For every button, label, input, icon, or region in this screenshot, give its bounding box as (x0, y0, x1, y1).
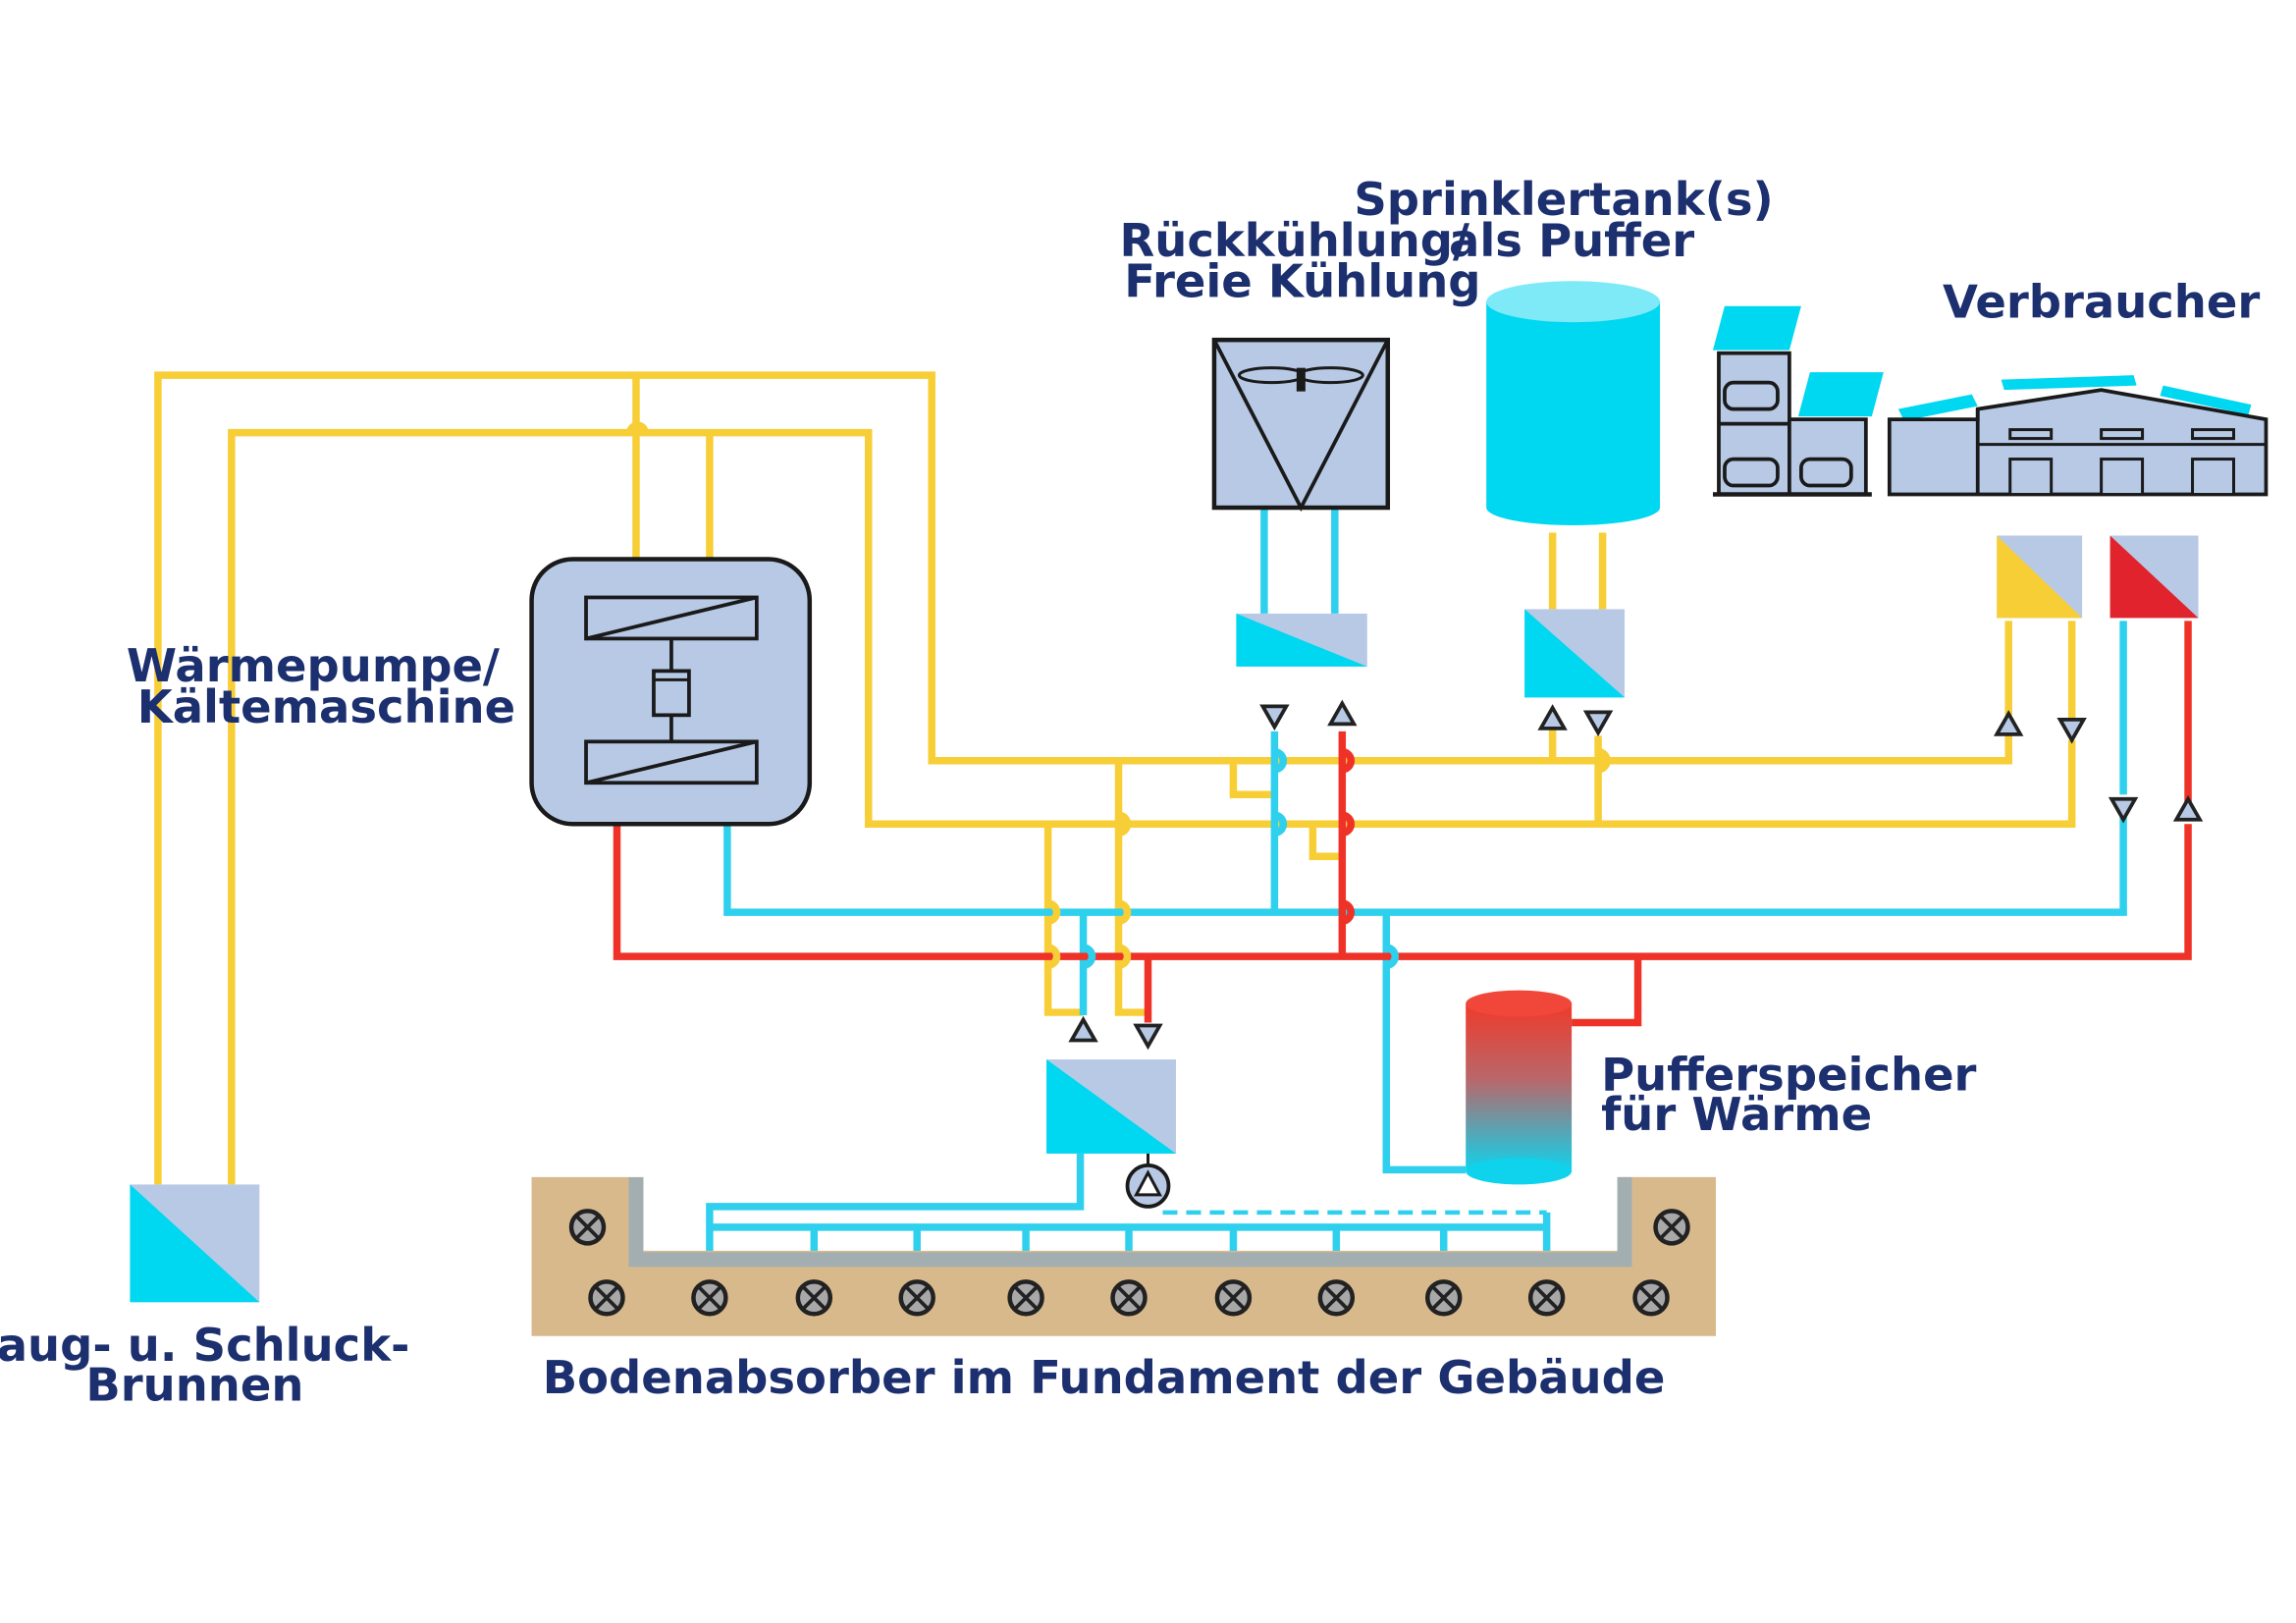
absorber-probe-icon (691, 1279, 728, 1317)
flow-arrow-icon (2172, 794, 2204, 822)
yellow-branch-1 (1043, 824, 1084, 1016)
sprinkler-label: Sprinklertank(s) als Puffer (1354, 173, 1789, 267)
yellow-branch-2 (1114, 760, 1148, 1016)
absorber-probe-icon (1527, 1279, 1566, 1317)
flow-arrow-icon (1259, 704, 1290, 731)
yellow-branch-4 (1308, 824, 1343, 860)
cyan-to-buffer (1382, 912, 1467, 1174)
absorber-label: Bodenabsorber im Fundament der Gebäude (543, 1351, 1666, 1404)
pump-icon (1125, 1163, 1171, 1209)
absorber-probe-icon (1007, 1279, 1044, 1317)
absorber-probe-icon (1653, 1209, 1690, 1246)
cyan-main-pipe (723, 783, 2127, 916)
red-to-buffer (1572, 956, 1642, 1027)
well-pipe-outer (154, 371, 2012, 1185)
red-main-pipe (613, 783, 2192, 960)
heat-exchanger-icon (1046, 1059, 1176, 1154)
parking-garage-icon (1712, 305, 1884, 497)
heat-exchanger-icon (130, 1184, 260, 1303)
pipe-crossings (626, 421, 1611, 969)
hall-building-icon (1887, 375, 2269, 497)
absorber-probe-icon (568, 1209, 607, 1246)
solar-panel-icon (1897, 375, 2252, 421)
labels: Wärmepumpe/ Kältemaschine Rückkühlung/ F… (0, 173, 2260, 1412)
pipe-network (154, 371, 2192, 1295)
flow-arrow-icon (2108, 796, 2139, 824)
absorber-probe-icon (898, 1279, 935, 1317)
buffer-label: Pufferspeicher für Wärme (1601, 1048, 1993, 1140)
heat-pump-label: Wärmepumpe/ Kältemaschine (127, 639, 515, 733)
yellow-branch-3 (1229, 760, 1275, 799)
fan-icon (1237, 366, 1364, 392)
car-icon (1799, 457, 1853, 488)
well-pipe-inner (228, 428, 2076, 1185)
absorber-probe-icon (1632, 1279, 1670, 1317)
consumers-label: Verbraucher (1943, 276, 2260, 329)
wells-label: Saug- u. Schluck- Brunnen (0, 1319, 426, 1411)
flow-arrow-icon (2056, 717, 2087, 744)
absorber-probe-icon (1424, 1279, 1463, 1317)
heat-exchanger-icon (1997, 535, 2083, 619)
heat-exchanger-icon (1524, 609, 1626, 698)
flow-arrow-icon (1327, 699, 1358, 727)
absorber-probe-icon (1317, 1279, 1356, 1317)
car-icon (1723, 457, 1780, 488)
absorber-probe-icon (795, 1279, 833, 1317)
flow-arrow-icon (1993, 710, 2024, 736)
sprinkler-tank (1486, 281, 1661, 526)
flow-arrow-icon (1133, 1023, 1163, 1051)
car-icon (1723, 380, 1780, 411)
flow-arrow-icon (1537, 704, 1568, 730)
recooler-unit (1211, 337, 1391, 513)
absorber-probe-icon (1110, 1279, 1148, 1317)
flow-arrow-icon (1582, 710, 1614, 737)
buffer-tank (1466, 990, 1573, 1185)
absorber-probe-icon (588, 1279, 625, 1317)
absorber-probe-icon (1214, 1279, 1253, 1317)
heat-pump-unit (529, 557, 813, 827)
ground-absorber (531, 1176, 1716, 1336)
solar-panel-icon (1712, 305, 1884, 417)
flow-arrow-icon (1068, 1015, 1098, 1043)
heat-exchanger-icon (1236, 613, 1367, 667)
compressor-icon (652, 669, 691, 718)
heat-exchanger-icon (2109, 535, 2199, 619)
recooling-label: Rückkühlung/ Freie Kühlung (1120, 214, 1486, 308)
flow-arrows (1068, 699, 2204, 1051)
